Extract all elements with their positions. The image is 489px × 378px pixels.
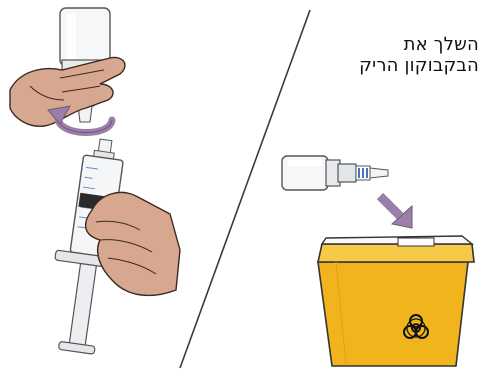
- empty-vial: [282, 156, 388, 190]
- dispose-vial-illustration: [282, 156, 474, 366]
- instruction-line-1: השלך את: [289, 34, 479, 55]
- instruction-line-2: הבקבוקון הריק: [289, 55, 479, 76]
- dispose-instruction-text: השלך את הבקבוקון הריק: [289, 34, 479, 76]
- hand-holding-syringe: [86, 192, 180, 295]
- arrow-down-right-icon: [380, 196, 412, 228]
- detach-vial-illustration: [10, 8, 180, 357]
- sharps-disposal-container: [318, 236, 474, 366]
